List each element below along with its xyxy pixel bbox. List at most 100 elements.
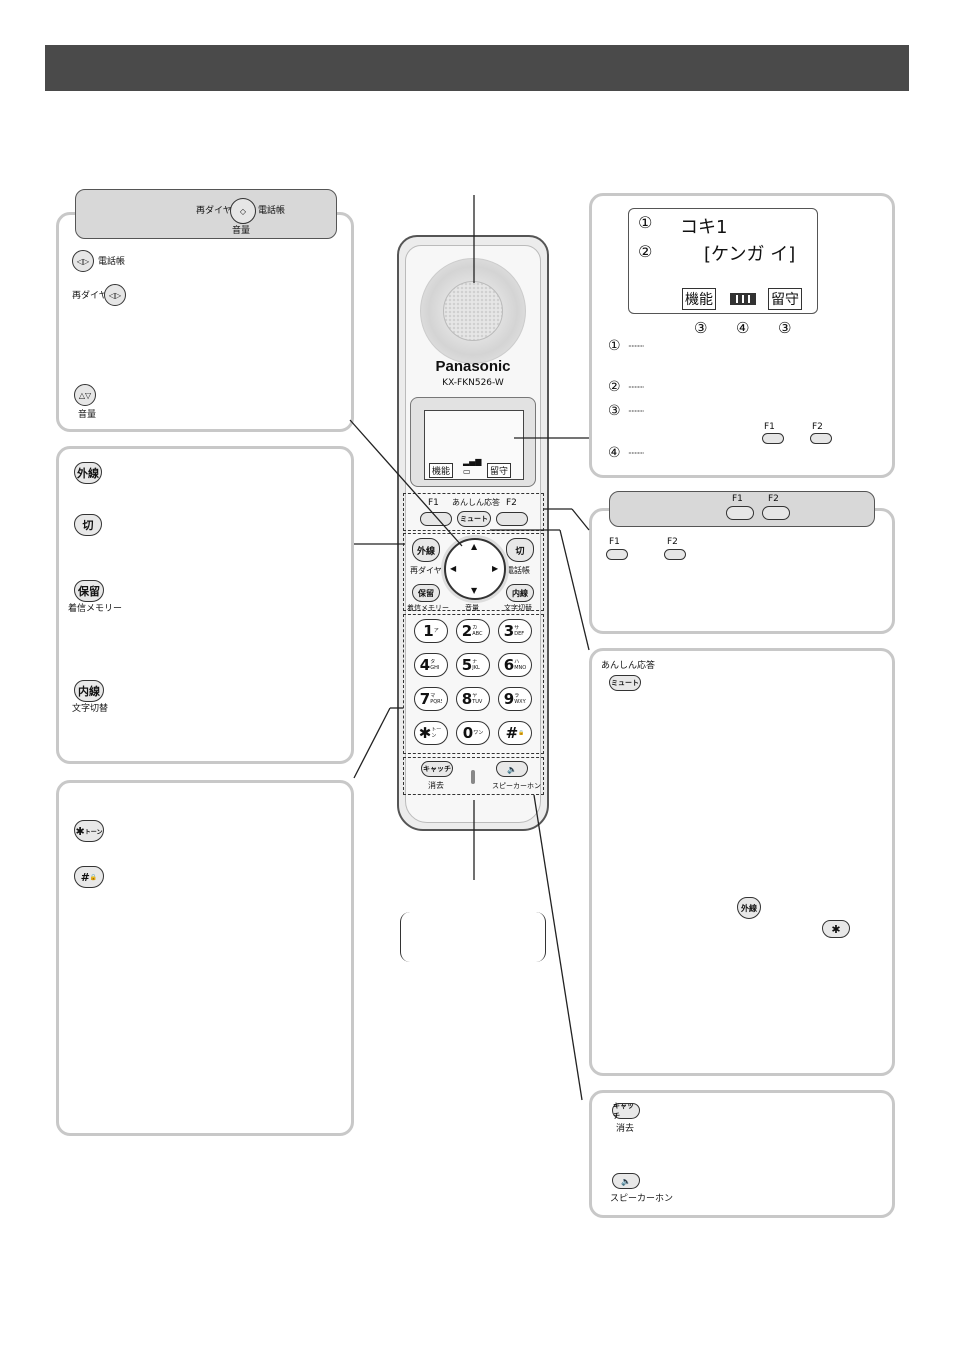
lcd-soft-right: 留守 bbox=[487, 463, 512, 478]
dial-key-letters: ワン bbox=[473, 730, 484, 736]
brand-logo: Panasonic bbox=[435, 358, 511, 375]
dial-key-number: 2 bbox=[461, 622, 473, 640]
dial-key-7[interactable]: 7マPQRS bbox=[414, 687, 448, 711]
display-f2-label: F2 bbox=[812, 422, 823, 432]
dial-key-letters: ア bbox=[433, 628, 439, 634]
legend-dots: ·········· bbox=[628, 383, 644, 392]
naisen-key-icon: 内線 bbox=[74, 680, 104, 702]
incoming-memory-key-label: 着信メモリー bbox=[407, 604, 449, 612]
f-panel-f1-label: F1 bbox=[609, 537, 620, 547]
phonebook-label: 電話帳 bbox=[98, 257, 126, 267]
dial-key-letters: カABC bbox=[472, 625, 483, 637]
nav-key-tab: 再ダイヤル ◇ 電話帳 音量 bbox=[75, 189, 337, 239]
catch-speaker-panel bbox=[589, 1090, 895, 1218]
anshin-label: あんしん応答 bbox=[452, 498, 500, 507]
dial-key-9[interactable]: 9ラWXYZ bbox=[498, 687, 532, 711]
dial-key-hash[interactable]: #🔒 bbox=[498, 721, 532, 745]
dial-key-number: 9 bbox=[503, 690, 515, 708]
gaisen-button[interactable]: 外線 bbox=[412, 538, 440, 562]
anshin-heading: あんしん応答 bbox=[601, 661, 656, 671]
mute-panel-gaisen-icon: 外線 bbox=[737, 897, 761, 919]
legend-marker: ④ bbox=[608, 445, 621, 461]
speaker-leader bbox=[533, 794, 583, 1101]
f1-button[interactable] bbox=[420, 512, 452, 526]
hold-key-icon: 保留 bbox=[74, 580, 104, 602]
function-keys-panel bbox=[56, 446, 354, 764]
f-panel-f1-icon bbox=[606, 549, 628, 560]
phonebook-key-label: 電話帳 bbox=[506, 566, 530, 575]
f1-label: F1 bbox=[428, 498, 439, 508]
nav-leader bbox=[349, 419, 463, 547]
f-tab-f1-icon bbox=[726, 506, 754, 520]
microphone-callout-box bbox=[400, 912, 546, 962]
nav-left-icon-btn[interactable]: ◀ bbox=[450, 564, 457, 573]
mute-button[interactable]: ミュート bbox=[457, 511, 491, 527]
incoming-memory-label: 着信メモリー bbox=[68, 604, 123, 614]
legend-dots: ·········· bbox=[628, 449, 644, 458]
f-panel-f2-icon bbox=[664, 549, 686, 560]
legend-marker: ① bbox=[608, 338, 621, 354]
dial-key-letters: ラWXYZ bbox=[514, 693, 526, 705]
char-switch-key-label: 文字切替 bbox=[504, 604, 532, 612]
legend-dots: ·········· bbox=[628, 342, 644, 351]
redial-label: 再ダイヤル bbox=[72, 291, 117, 301]
dialpad-region bbox=[403, 614, 544, 754]
display-soft-right: 留守 bbox=[768, 288, 802, 310]
catch-button[interactable]: キャッチ bbox=[421, 761, 453, 777]
nav-ring-button[interactable] bbox=[444, 538, 506, 600]
display-line1-text: コキ1 bbox=[680, 217, 728, 238]
display-battery-icon bbox=[730, 293, 756, 305]
dial-key-number: 6 bbox=[503, 656, 515, 674]
kiri-key-icon: 切 bbox=[74, 514, 102, 536]
mute-panel-star-icon: ✱ bbox=[822, 920, 850, 938]
callout-3-left: ③ bbox=[694, 319, 708, 337]
star-hash-panel bbox=[56, 780, 354, 1136]
callout-3-right: ③ bbox=[778, 319, 792, 337]
dial-key-number: 0 bbox=[462, 724, 474, 742]
dial-key-letters: サDEF bbox=[514, 625, 525, 637]
display-line2-text: [ケンガ イ] bbox=[704, 244, 796, 265]
callout-4: ④ bbox=[736, 319, 750, 337]
speaker-key-icon: 🔈 bbox=[612, 1173, 640, 1189]
star-key-icon: ✱トーン bbox=[74, 820, 104, 842]
tab-phonebook-label: 電話帳 bbox=[258, 206, 286, 216]
dial-key-star[interactable]: ✱トーン bbox=[414, 721, 448, 745]
tab-redial-label: 再ダイヤル bbox=[196, 206, 241, 216]
dialpad-leader-a bbox=[353, 707, 391, 779]
display-soft-left: 機能 bbox=[682, 288, 716, 310]
nav-updown-icon: △▽ bbox=[74, 384, 96, 406]
nav-right-icon-btn[interactable]: ▶ bbox=[492, 564, 499, 573]
softkey-region bbox=[403, 493, 544, 531]
nav-down-icon[interactable]: ▼ bbox=[471, 586, 478, 595]
delete-key-label: 消去 bbox=[428, 781, 444, 790]
display-f2-icon bbox=[810, 433, 832, 444]
nav-key-panel bbox=[56, 212, 354, 432]
dial-key-number: 1 bbox=[423, 622, 434, 640]
signal-battery-icon: ▂▄▆▭ bbox=[463, 457, 482, 476]
dial-key-letters: ハMNO bbox=[514, 659, 527, 671]
f2-button[interactable] bbox=[496, 512, 528, 526]
hold-button[interactable]: 保留 bbox=[412, 584, 440, 602]
display-f1-icon bbox=[762, 433, 784, 444]
mute-panel bbox=[589, 648, 895, 1076]
mute-leader-b bbox=[559, 529, 590, 651]
kiri-button[interactable]: 切 bbox=[506, 538, 534, 562]
nav-up-icon[interactable]: ▲ bbox=[471, 542, 478, 551]
microphone-icon bbox=[471, 770, 475, 784]
legend-marker: ② bbox=[608, 379, 621, 395]
naisen-button[interactable]: 内線 bbox=[506, 584, 534, 602]
dial-key-letters: ヤTUV bbox=[472, 693, 483, 705]
speaker-button[interactable]: 🔈 bbox=[496, 761, 528, 777]
nav-region bbox=[403, 533, 544, 611]
dial-key-number: 8 bbox=[461, 690, 473, 708]
mute-key-icon: ミュート bbox=[609, 675, 641, 691]
